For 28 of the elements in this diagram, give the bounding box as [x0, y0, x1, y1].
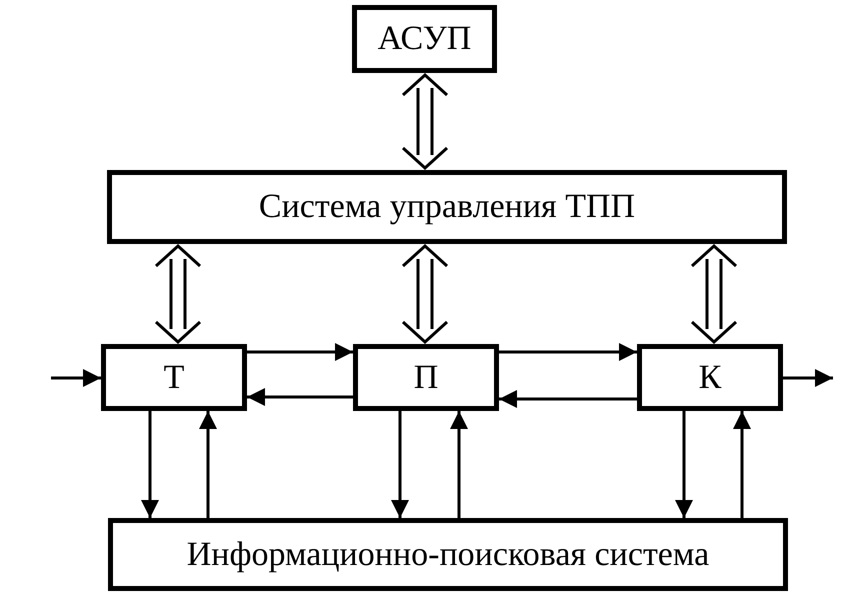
double-arrow [402, 72, 448, 170]
double-arrow [154, 244, 202, 344]
node-label: Информационно-поисковая система [186, 536, 710, 574]
arrow [675, 411, 693, 518]
arrow [391, 411, 409, 518]
node-label: Т [164, 358, 184, 396]
information-system-box [108, 518, 788, 591]
process-box [101, 344, 247, 411]
arrow [499, 390, 637, 408]
node-label: П [414, 358, 438, 396]
node-label: К [698, 358, 722, 396]
system-box [352, 5, 497, 73]
process-box [353, 344, 499, 411]
double-arrow [690, 244, 738, 344]
arrow [51, 369, 101, 387]
arrow [783, 369, 833, 387]
double-arrow [402, 244, 448, 344]
arrow [499, 343, 637, 361]
arrow [247, 343, 353, 361]
arrow [199, 411, 217, 518]
node-label: Система управления ТПП [258, 188, 636, 226]
control-system-box [107, 170, 787, 244]
arrow [733, 411, 751, 518]
arrow [141, 411, 159, 518]
process-box [637, 344, 783, 411]
arrow [247, 388, 353, 406]
arrow [450, 411, 468, 518]
node-label: АСУП [378, 20, 472, 58]
